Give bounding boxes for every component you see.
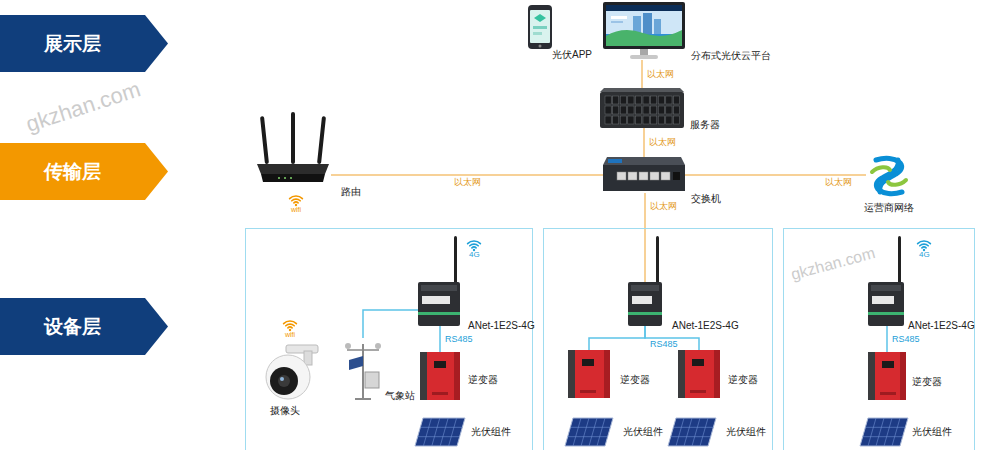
rs485-link xyxy=(439,326,441,352)
switch-icon xyxy=(603,157,685,193)
gateway: ANet-1E2S-4G xyxy=(628,282,662,326)
device-label: 运营商网络 xyxy=(864,202,914,214)
ethernet-link xyxy=(641,60,643,88)
pv-panel: 光伏组件 xyxy=(565,418,613,446)
carrier-network: 运营商网络 xyxy=(866,152,912,200)
wifi-dot xyxy=(295,204,297,206)
device-label: 逆变器 xyxy=(728,374,758,386)
device-label: 逆变器 xyxy=(620,374,650,386)
watermark: gkzhan.com xyxy=(24,78,144,136)
pv-panel: 光伏组件 xyxy=(860,418,908,446)
device-link xyxy=(363,310,418,338)
site-region: 摄像头气象站ANet-1E2S-4G逆变器光伏组件 xyxy=(245,228,533,450)
device-label: ANet-1E2S-4G xyxy=(908,320,975,332)
wifi-icon xyxy=(284,321,297,328)
gateway-icon xyxy=(418,282,460,326)
device-label: 服务器 xyxy=(690,119,720,131)
wifi-icon xyxy=(290,196,303,203)
weather-station-icon xyxy=(343,338,383,400)
rs485-link xyxy=(886,326,888,352)
layer-band: 设备层 xyxy=(0,298,168,355)
router-icon xyxy=(255,112,331,185)
gateway: ANet-1E2S-4G xyxy=(418,282,460,326)
device-label: ANet-1E2S-4G xyxy=(672,320,739,332)
signal-icon xyxy=(468,241,481,248)
ethernet-link xyxy=(685,174,866,176)
gateway-icon xyxy=(628,282,662,326)
pv-panel: 光伏组件 xyxy=(668,418,716,446)
layer-band: 传输层 xyxy=(0,143,168,200)
carrier-logo xyxy=(866,152,912,200)
server-icon xyxy=(600,88,684,128)
device-label: 分布式光伏云平台 xyxy=(691,50,771,62)
layer-band: 展示层 xyxy=(0,15,168,72)
wifi-dot xyxy=(289,329,291,331)
device-label: 气象站 xyxy=(385,390,415,402)
connector-label: RS485 xyxy=(444,334,474,345)
watermark: gkzhan.com xyxy=(789,245,876,283)
connector-label: 以太网 xyxy=(646,69,675,80)
layer-label: 传输层 xyxy=(0,143,145,200)
rs485-link xyxy=(589,326,645,350)
app-phone: 光伏APP xyxy=(527,4,553,50)
inverter: 逆变器 xyxy=(678,350,720,398)
device-label: 光伏APP xyxy=(552,49,592,61)
device-label: 逆变器 xyxy=(468,374,498,386)
inverter-icon xyxy=(868,352,906,400)
connector-label: RS485 xyxy=(649,339,679,350)
device-label: 交换机 xyxy=(691,193,721,205)
connector-label: RS485 xyxy=(891,334,921,345)
device-label: 光伏组件 xyxy=(623,426,663,438)
pv-panel: 光伏组件 xyxy=(415,418,465,446)
cloud-platform: 分布式光伏云平台 xyxy=(603,2,685,60)
inverter-icon xyxy=(420,352,460,400)
network-badge: 4G xyxy=(469,251,480,259)
device-label: 光伏组件 xyxy=(471,426,511,438)
pv-panel-icon xyxy=(565,418,613,446)
device-label: 摄像头 xyxy=(270,405,300,417)
connector-label: 以太网 xyxy=(649,201,678,212)
wifi-text: wifi xyxy=(291,206,301,213)
pv-panel-icon xyxy=(415,418,465,446)
phone-icon xyxy=(527,4,553,50)
inverter: 逆变器 xyxy=(568,350,610,398)
pv-panel-icon xyxy=(860,418,908,446)
inverter-icon xyxy=(678,350,720,398)
pv-panel-icon xyxy=(668,418,716,446)
connector-label: 以太网 xyxy=(824,177,853,188)
layer-label: 展示层 xyxy=(0,15,145,72)
device-label: 逆变器 xyxy=(912,376,942,388)
inverter-icon xyxy=(568,350,610,398)
device-label: ANet-1E2S-4G xyxy=(468,320,535,332)
inverter: 逆变器 xyxy=(420,352,460,400)
weather-station: 气象站 xyxy=(343,338,383,400)
device-label: 光伏组件 xyxy=(912,426,952,438)
router: 路由 xyxy=(255,112,331,185)
inverter: 逆变器 xyxy=(868,352,906,400)
ethernet-link xyxy=(644,193,646,282)
connector-label: 以太网 xyxy=(453,177,482,188)
gateway-icon xyxy=(868,282,904,326)
camera: 摄像头 xyxy=(260,343,322,401)
wifi-text: wifi xyxy=(285,331,295,338)
device-label: 光伏组件 xyxy=(726,426,766,438)
connector-label: 以太网 xyxy=(648,137,677,148)
server: 服务器 xyxy=(600,88,684,128)
monitor-icon xyxy=(603,2,685,60)
ethernet-link xyxy=(643,128,645,157)
camera-icon xyxy=(260,343,322,401)
ethernet-link xyxy=(331,174,603,176)
layer-label: 设备层 xyxy=(0,298,145,355)
signal-icon xyxy=(918,241,931,248)
switch: 交换机 xyxy=(603,157,685,193)
gateway: ANet-1E2S-4G xyxy=(868,282,904,326)
network-badge: 4G xyxy=(919,251,930,259)
device-label: 路由 xyxy=(341,186,361,198)
